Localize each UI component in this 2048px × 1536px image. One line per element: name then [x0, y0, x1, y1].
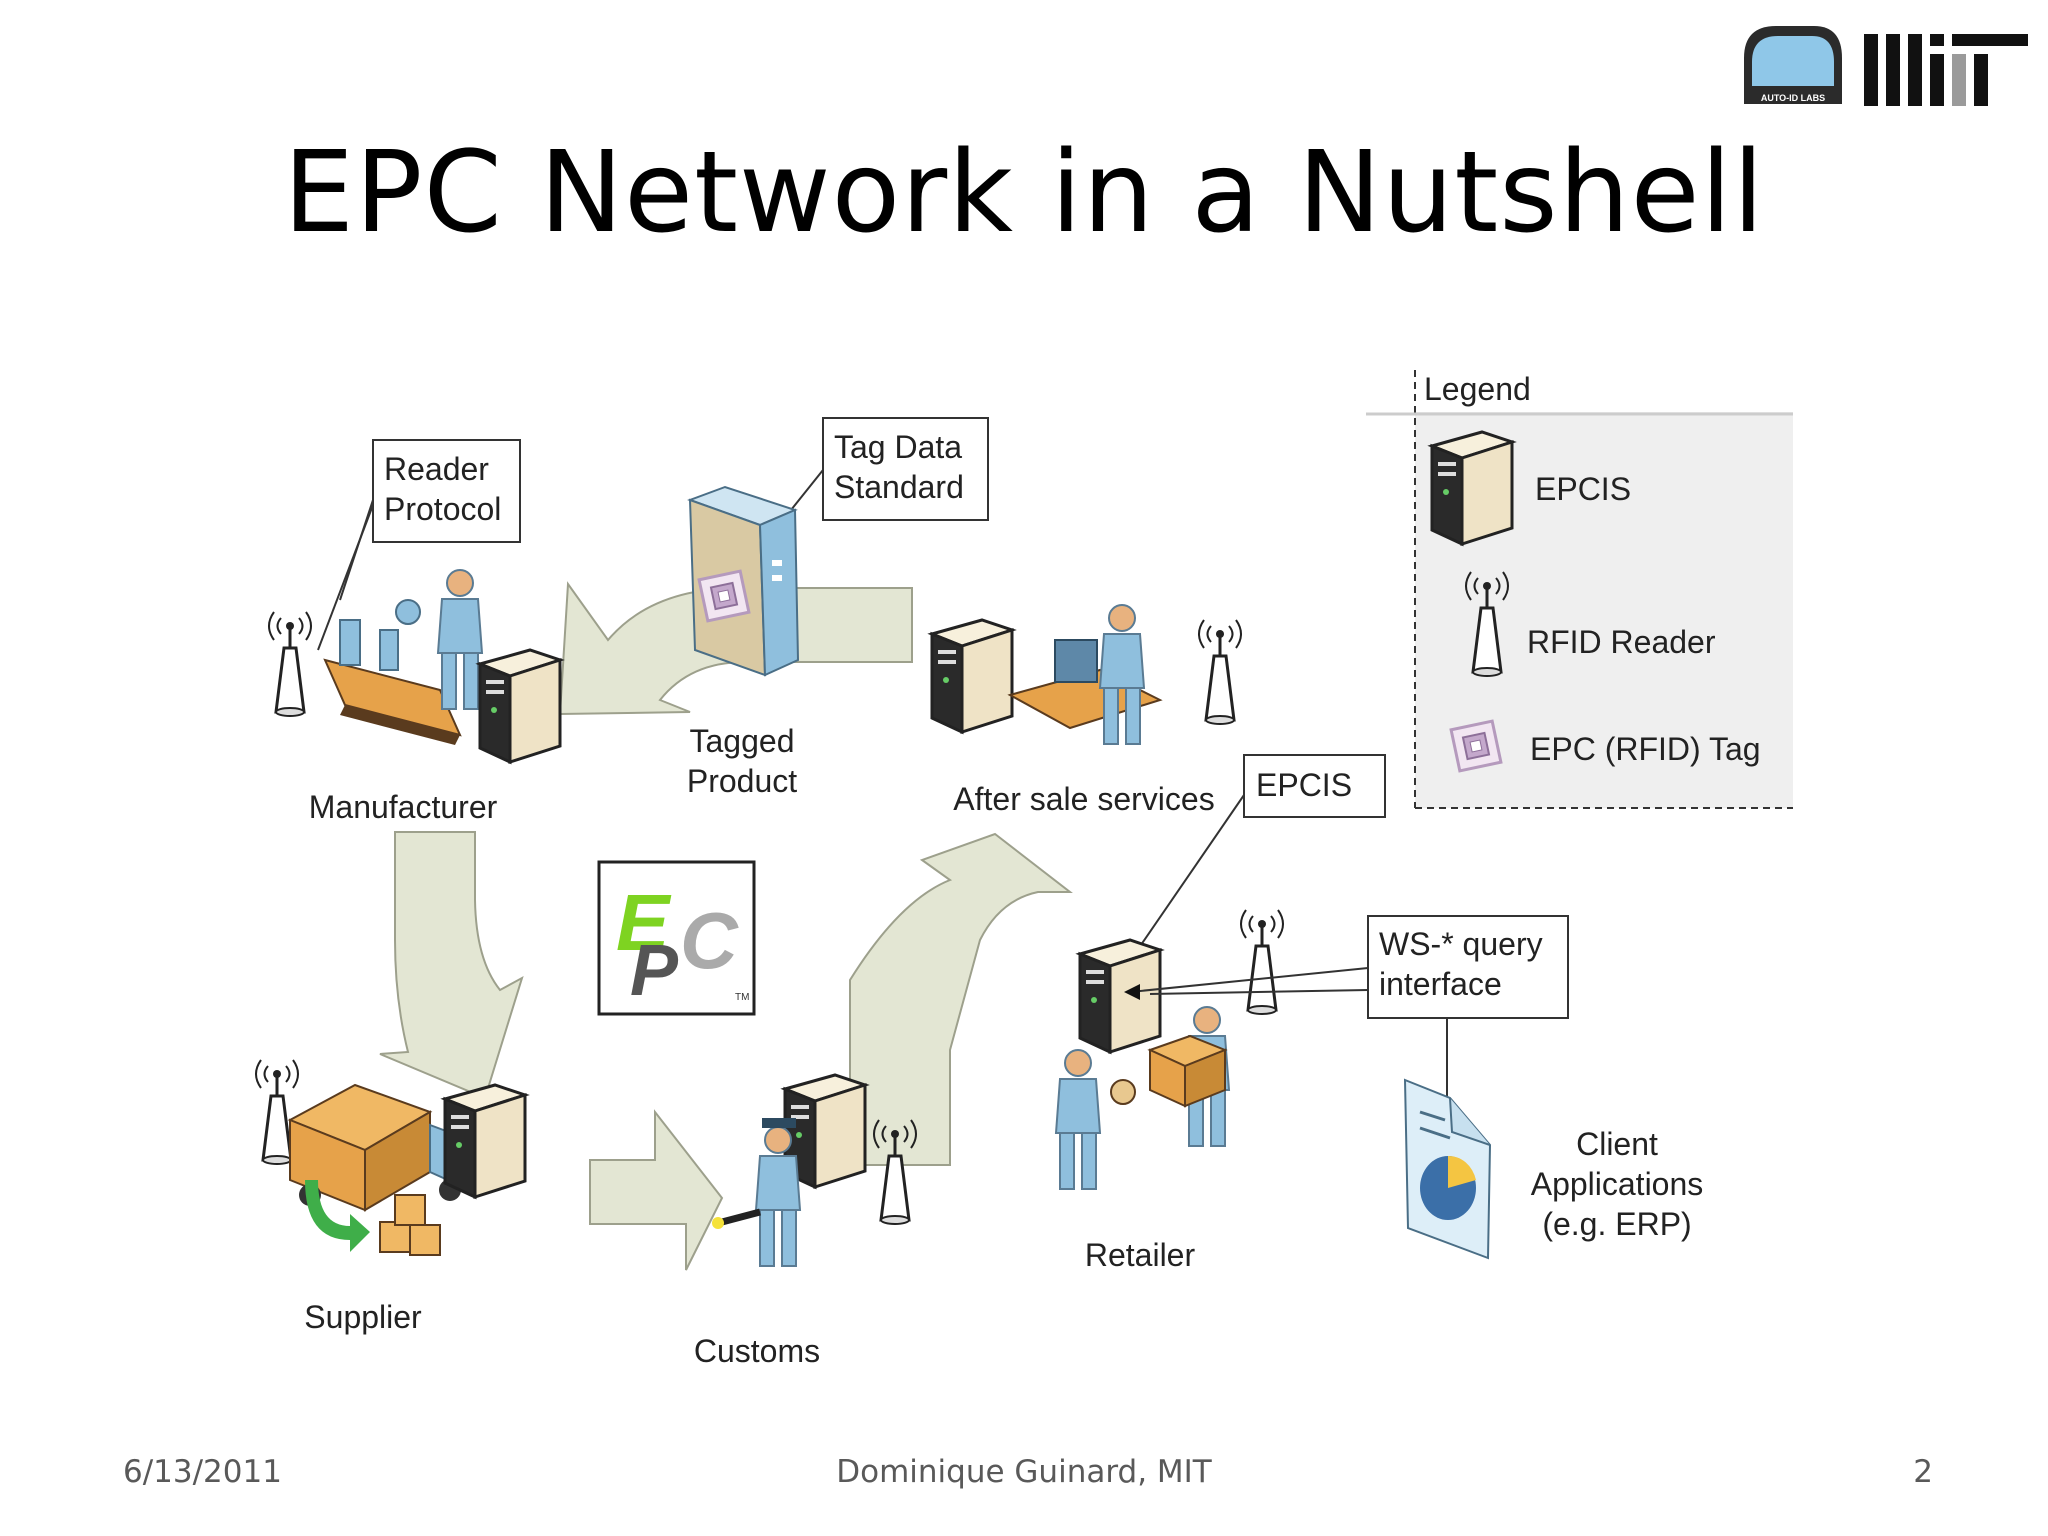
mit-auto-id-logo: AUTO-ID LABS [1744, 26, 2028, 106]
callout-ws-query-interface: WS-* query interface [1124, 915, 1569, 1112]
retailer-epcis-server-icon [1078, 938, 1162, 1054]
tag-data-text-2: Standard [834, 469, 964, 505]
customs-node [712, 1073, 918, 1267]
supplier-epcis-server-icon [443, 1083, 527, 1199]
retailer-node [1055, 908, 1285, 1190]
footer-author: Dominique Guinard, MIT [836, 1454, 1212, 1490]
client-application-document-icon [1403, 1078, 1492, 1260]
tagged-product-text-1: Tagged [690, 723, 795, 759]
manufacturer-label: Manufacturer [309, 789, 498, 825]
gear-icon [395, 599, 421, 625]
flow-arrow-to-after-sale [849, 832, 1073, 1166]
supplier-label: Supplier [304, 1299, 422, 1335]
after-sale-agent-icon [1099, 604, 1145, 745]
reader-protocol-text-2: Protocol [384, 491, 501, 527]
epc-logo-c: C [680, 896, 739, 985]
footer-page-number: 2 [1913, 1454, 1933, 1490]
after-sale-services-node [930, 604, 1243, 745]
green-curved-arrow [305, 1180, 370, 1252]
legend-epc-tag-label: EPC (RFID) Tag [1530, 731, 1761, 767]
client-text-2: Applications [1531, 1166, 1704, 1202]
tagged-product-box [687, 485, 800, 677]
tagged-product-tag-icon [697, 569, 751, 623]
manufacturer-rfid-reader-icon [267, 610, 313, 718]
epc-logo-p: P [630, 931, 679, 1011]
client-text-1: Client [1576, 1126, 1658, 1162]
after-sale-rfid-reader-icon [1197, 618, 1243, 726]
legend-epc-tag-icon [1449, 719, 1503, 773]
epc-logo-e: E [616, 878, 672, 967]
customs-label: Customs [694, 1333, 820, 1369]
retailer-customer-icon [1055, 1049, 1101, 1190]
footer-date: 6/13/2011 [123, 1454, 282, 1490]
ws-query-text-1: WS-* query [1379, 926, 1543, 962]
reader-protocol-text-1: Reader [384, 451, 489, 487]
callout-tag-data-standard: Tag Data Standard [734, 417, 989, 581]
auto-id-labs-text: AUTO-ID LABS [1761, 93, 1825, 103]
legend-title: Legend [1424, 371, 1531, 407]
callout-reader-protocol: Reader Protocol [317, 439, 521, 651]
epcis-callout-text: EPCIS [1256, 767, 1352, 803]
callout-epcis: EPCIS [1131, 754, 1386, 959]
slide-title: EPC Network in a Nutshell [283, 128, 1765, 258]
tagged-product-text-2: Product [687, 763, 797, 799]
legend-rfid-reader-label: RFID Reader [1527, 624, 1716, 660]
client-text-3: (e.g. ERP) [1542, 1206, 1691, 1242]
retailer-label: Retailer [1085, 1237, 1196, 1273]
mit-logo [1864, 34, 2028, 106]
tag-data-text-1: Tag Data [834, 429, 962, 465]
supplier-node [254, 1058, 527, 1256]
legend-epcis-icon [1430, 430, 1514, 546]
legend-epcis-label: EPCIS [1535, 471, 1631, 507]
epc-logo: E P C TM [597, 860, 756, 1016]
legend-panel: Legend EPCIS RFID Reader EPC (RFID) Tag [1366, 370, 1793, 809]
ws-query-text-2: interface [1379, 966, 1502, 1002]
auto-id-labs-logo: AUTO-ID LABS [1744, 26, 1842, 104]
manufacturer-worker-icon [437, 569, 483, 710]
after-sale-epcis-server-icon [930, 618, 1014, 734]
manufacturer-node [267, 569, 562, 764]
after-sale-label: After sale services [953, 781, 1214, 817]
retailer-rfid-reader-icon [1239, 908, 1285, 1016]
flow-arrow-to-customs [589, 1109, 724, 1271]
flow-arrow-to-supplier [379, 831, 524, 1100]
manufacturer-epcis-server-icon [478, 648, 562, 764]
epc-logo-tm: TM [735, 992, 749, 1003]
